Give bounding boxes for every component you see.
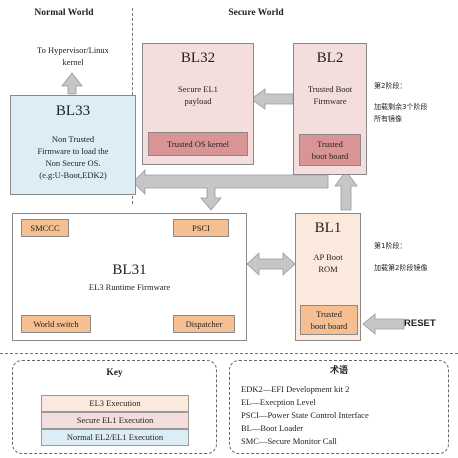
bl1-note-2: 加载第2阶段镜像: [374, 264, 428, 272]
glossary-title: 术语: [329, 366, 348, 376]
bl1-desc-1: AP Boot: [313, 252, 343, 262]
bl2-desc-1: Trusted Boot: [307, 84, 353, 94]
bl2-trusted-boot-board: Trusted boot board: [299, 134, 361, 166]
bl33-title: BL33: [55, 103, 91, 119]
bl2-note-3: 所有镜像: [374, 115, 402, 123]
bl31-subtitle: EL3 Runtime Firmware: [88, 282, 171, 292]
bl33-desc-4: (e.g:U-Boot,EDK2): [39, 170, 107, 180]
dispatcher-box: Dispatcher: [173, 315, 235, 333]
bl32-title: BL32: [180, 50, 216, 66]
key-divider: [0, 353, 458, 354]
bl31-box: SMCCC PSCI BL31 EL3 Runtime Firmware Wor…: [12, 213, 247, 341]
key-el3: EL3 Execution: [41, 395, 189, 412]
normal-world-header: Normal World: [34, 8, 94, 18]
key-normal-el2-el1: Normal EL2/EL1 Execution: [41, 429, 189, 446]
glossary-item-psci: PSCI—Power State Control Interface: [241, 410, 369, 420]
hypervisor-line-2: kernel: [62, 57, 84, 67]
bl33-desc-2: Firmware to load the: [37, 146, 109, 156]
trusted-os-kernel-box: Trusted OS kernel: [148, 132, 248, 156]
glossary-item-smc: SMC—Secure Monitor Call: [241, 436, 337, 446]
psci-label: PSCI: [192, 223, 210, 233]
key-legend: Key EL3 Execution Secure EL1 Execution N…: [12, 360, 217, 454]
psci-box: PSCI: [173, 219, 229, 237]
bl2-note-1: 第2阶段：: [374, 82, 407, 90]
bl1-inner-line-2: boot board: [310, 321, 348, 331]
arrow-bl2-to-bl33-bl31: [132, 169, 329, 211]
bl1-inner-line-1: Trusted: [316, 309, 342, 319]
bl1-title: BL1: [314, 220, 342, 236]
trusted-os-kernel-label: Trusted OS kernel: [166, 139, 230, 149]
secure-world-header: Secure World: [228, 8, 284, 18]
bl32-box: BL32 Secure EL1 payload Trusted OS kerne…: [142, 43, 254, 165]
bl2-desc-2: Firmware: [313, 96, 347, 106]
dispatcher-label: Dispatcher: [185, 319, 223, 329]
bl33-desc-1: Non Trusted: [51, 134, 95, 144]
bl2-title: BL2: [316, 50, 344, 66]
bl2-note-2: 加载剩余3个阶段: [374, 103, 428, 111]
bl1-box: BL1 AP Boot ROM Trusted boot board: [295, 213, 361, 341]
smccc-label: SMCCC: [30, 223, 60, 233]
arrow-bl31-bl1: [246, 252, 296, 276]
bl1-note-1: 第1阶段：: [374, 242, 407, 250]
bl1-trusted-boot-board: Trusted boot board: [300, 305, 358, 335]
smccc-box: SMCCC: [21, 219, 69, 237]
glossary-item-el: EL—Execption Level: [241, 397, 316, 407]
world-switch-box: World switch: [21, 315, 91, 333]
bl2-inner-line-2: boot board: [311, 151, 349, 161]
bl32-desc-2: payload: [184, 96, 212, 106]
hypervisor-line-1: To Hypervisor/Linux: [37, 45, 109, 55]
reset-label: RESET: [404, 318, 436, 329]
glossary-box: [229, 360, 449, 454]
bl33-box: BL33 Non Trusted Firmware to load the No…: [10, 95, 136, 195]
key-secure-el1: Secure EL1 Execution: [41, 412, 189, 429]
glossary-item-edk2: EDK2—EFI Development kit 2: [241, 384, 350, 394]
bl33-desc-3: Non Secure OS.: [45, 158, 101, 168]
key-title: Key: [106, 368, 123, 378]
bl2-box: BL2 Trusted Boot Firmware Trusted boot b…: [293, 43, 367, 175]
bl31-title: BL31: [112, 262, 147, 278]
arrow-bl2-to-bl32: [250, 88, 294, 110]
arrow-to-hypervisor: [61, 72, 83, 95]
bl32-desc-1: Secure EL1: [178, 84, 218, 94]
arrow-reset: [362, 313, 405, 335]
world-switch-label: World switch: [33, 319, 79, 329]
glossary-item-bl: BL—Boot Loader: [241, 423, 304, 433]
bl2-inner-line-1: Trusted: [317, 139, 343, 149]
bl1-desc-2: ROM: [318, 264, 338, 274]
arrow-bl1-to-bl2: [334, 170, 358, 211]
